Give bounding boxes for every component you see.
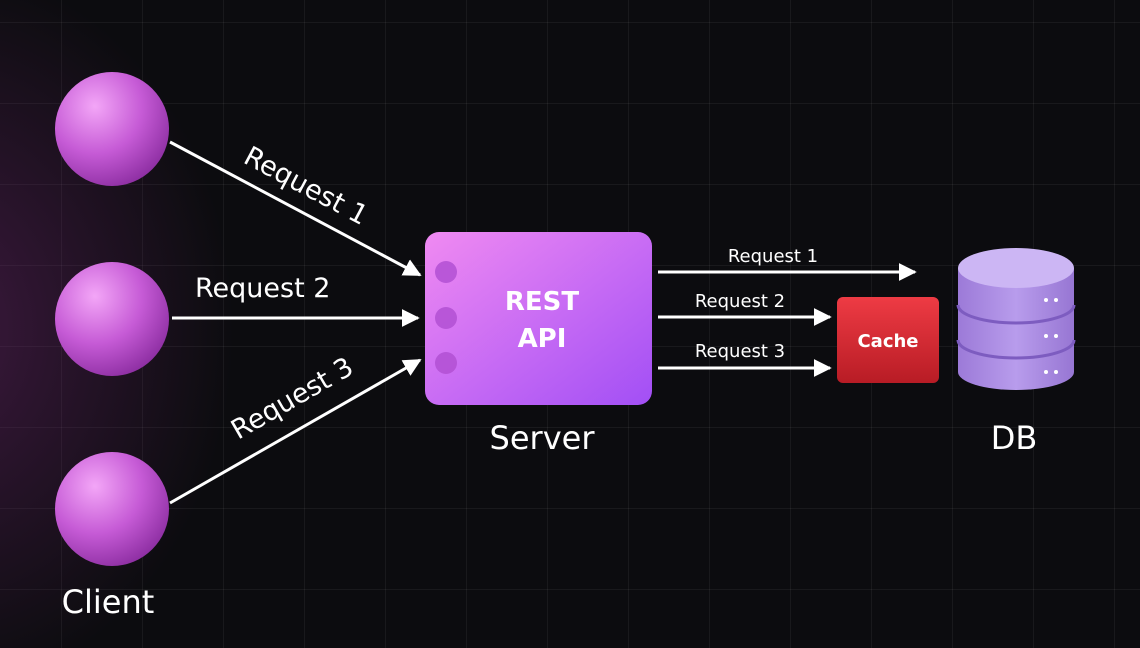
client-node-1 <box>55 72 169 186</box>
server-caption: Server <box>490 419 596 457</box>
arrow-client-1 <box>169 140 422 277</box>
client-caption: Client <box>62 583 155 621</box>
port-dot-1 <box>435 261 457 283</box>
client-node-3 <box>55 452 169 566</box>
cache-box: Cache <box>837 297 939 383</box>
client-request-label-2: Request 2 <box>195 273 330 304</box>
server-request-label-1: Request 1 <box>728 246 818 267</box>
api-label-line2: API <box>518 324 567 354</box>
client-node-2 <box>55 262 169 376</box>
arrow-client-3 <box>169 358 422 505</box>
server-request-label-3: Request 3 <box>695 341 785 362</box>
api-label-line1: REST <box>505 287 580 317</box>
rest-api-box: REST API <box>425 232 652 405</box>
db-caption: DB <box>991 419 1038 457</box>
db-icon <box>956 248 1076 390</box>
client-request-label-1: Request 1 <box>239 141 373 232</box>
cache-label: Cache <box>857 331 918 352</box>
server-request-label-2: Request 2 <box>695 291 785 312</box>
port-dot-2 <box>435 307 457 329</box>
port-dot-3 <box>435 352 457 374</box>
